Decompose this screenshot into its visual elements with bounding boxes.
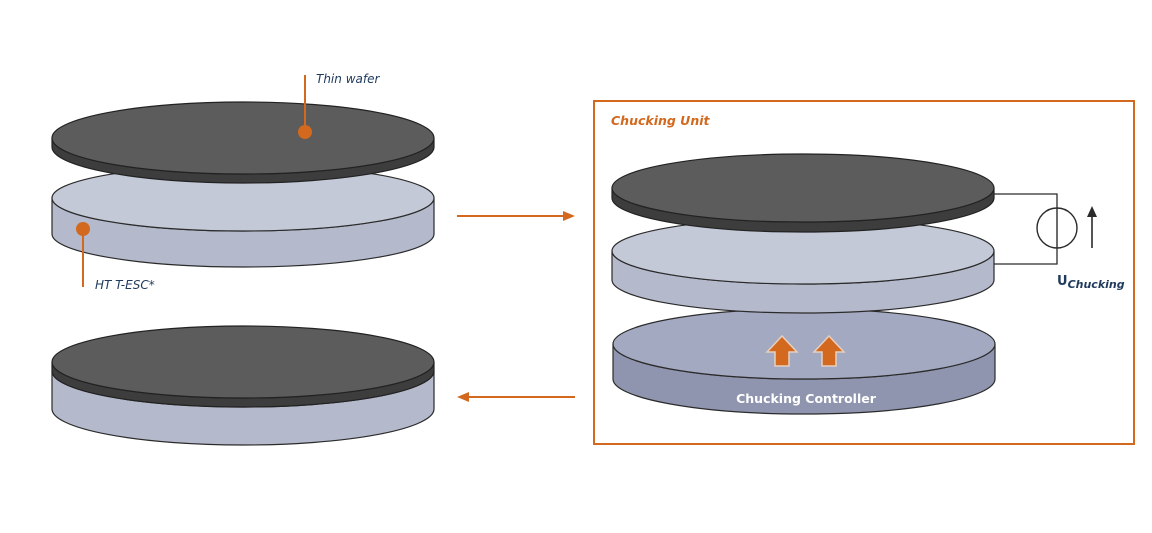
chucking-controller-disk: Chucking Controller: [612, 308, 996, 415]
esc-label: HT T-ESC*: [95, 278, 155, 292]
thin-wafer-callout: Thin wafer: [298, 72, 380, 139]
chucking-unit-box: Chucking Unit Chucking Controller: [593, 100, 1135, 445]
thin-wafer-bottom-left: [51, 325, 435, 408]
up-arrow-right: [812, 334, 846, 367]
voltage-label: UChucking: [1057, 274, 1125, 291]
thin-wafer-label: Thin wafer: [316, 72, 380, 86]
arrow-right: [457, 211, 575, 221]
arrow-left: [457, 392, 575, 402]
wafer-on-esc-stack-bottom: [51, 325, 435, 446]
esc-disk-unit: [611, 217, 995, 314]
voltage-direction-arrow-icon: [1087, 206, 1097, 248]
chucking-unit-title: Chucking Unit: [611, 113, 711, 128]
up-arrow-left: [765, 334, 799, 367]
upward-arrows: [765, 334, 846, 367]
thin-wafer-top-left: [51, 101, 435, 184]
wafer-on-esc-stack-top: [51, 101, 435, 268]
voltage-source-circuit: UChucking: [994, 193, 1125, 291]
esc-callout: HT T-ESC*: [76, 222, 155, 292]
thin-wafer-unit: [611, 153, 995, 233]
chucking-controller-label: Chucking Controller: [736, 391, 877, 406]
